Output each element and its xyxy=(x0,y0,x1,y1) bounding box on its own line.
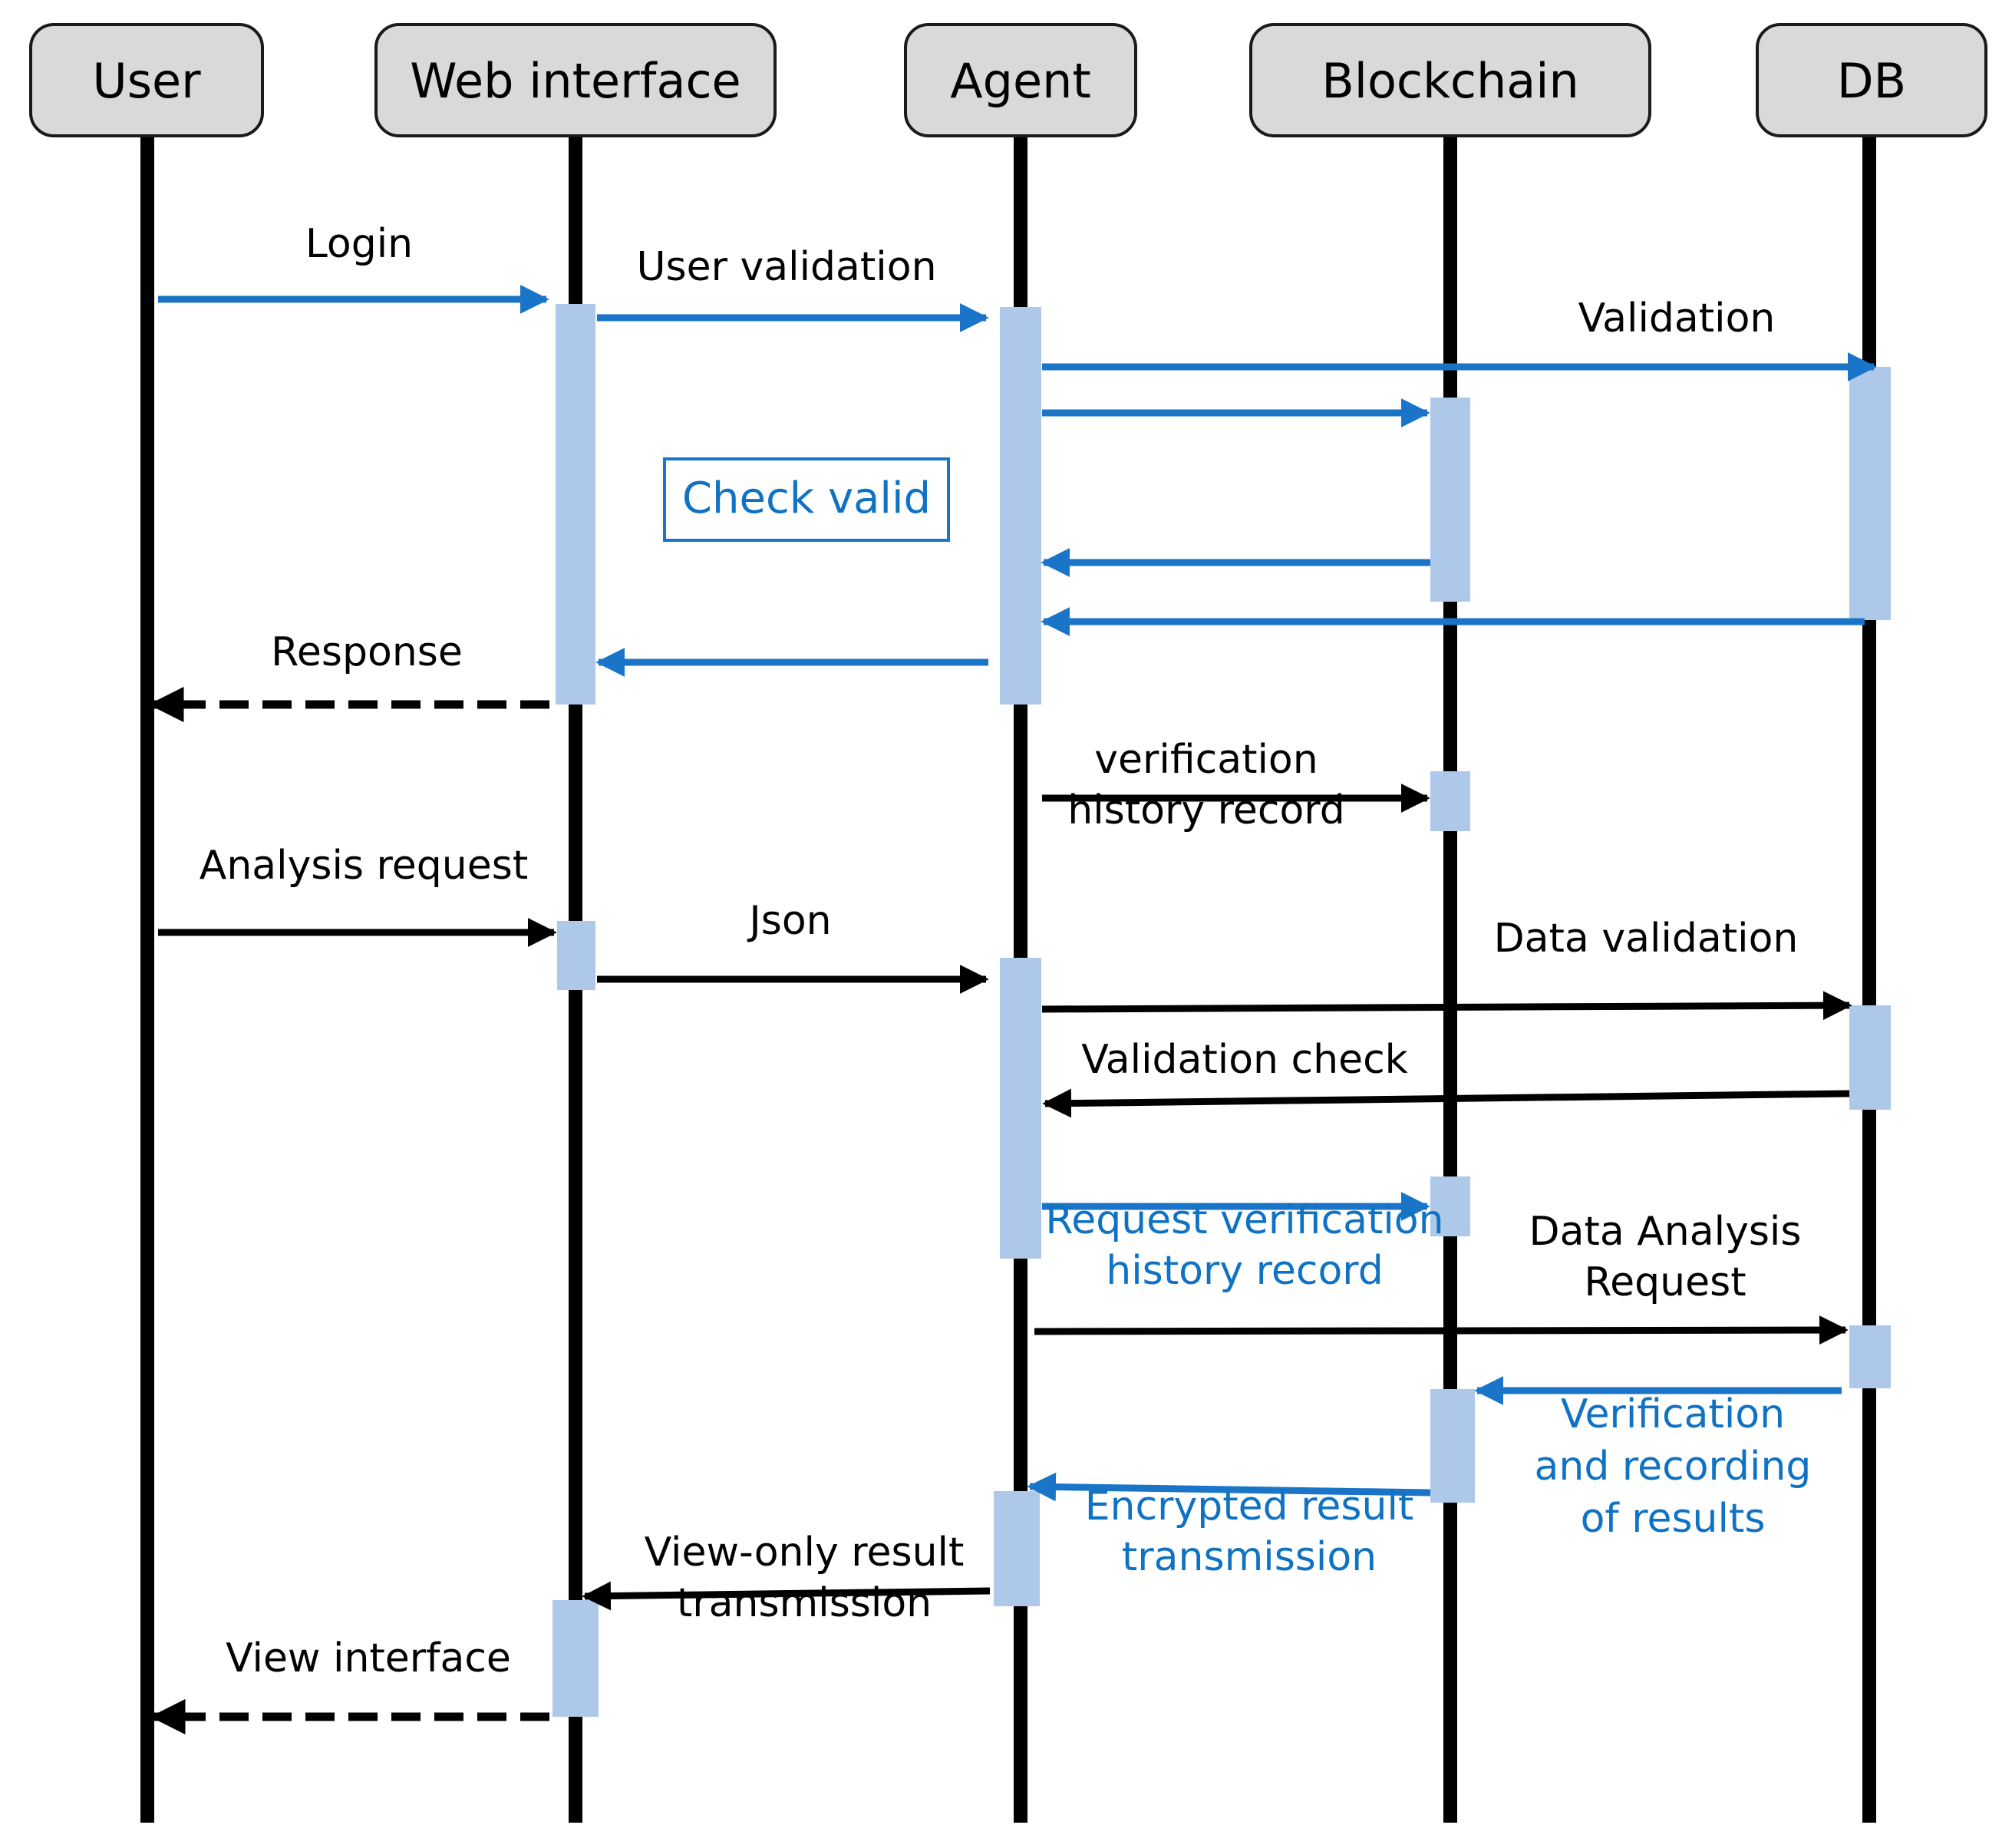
arrow-view-only-result xyxy=(582,1581,991,1611)
activation-agent-json xyxy=(1000,958,1041,1259)
actor-web-interface-label: Web interface xyxy=(410,53,740,109)
actor-db: DB xyxy=(1756,23,1987,137)
label-data-analysis-request-line2: Request xyxy=(1584,1259,1746,1305)
activation-web-login xyxy=(556,304,595,705)
label-data-validation: Data validation xyxy=(1494,916,1799,962)
activation-agent-validation xyxy=(1000,307,1041,705)
activation-db-data-validation xyxy=(1849,1005,1891,1110)
label-analysis-request: Analysis request xyxy=(200,843,528,889)
actor-blockchain-label: Blockchain xyxy=(1321,53,1579,109)
actor-db-label: DB xyxy=(1837,53,1906,109)
label-encrypted-result-line2: transmission xyxy=(1122,1534,1377,1580)
check-valid-note: Check valid xyxy=(663,457,950,542)
check-valid-label: Check valid xyxy=(682,474,931,523)
label-verification-history-line1: verification xyxy=(1094,737,1318,783)
activation-web-analysis xyxy=(557,921,595,990)
label-verification-recording-line3: of results xyxy=(1581,1496,1766,1542)
actor-agent: Agent xyxy=(904,23,1137,137)
actor-user-label: User xyxy=(92,53,201,109)
label-view-only-result-line2: transmission xyxy=(677,1580,932,1626)
activation-blockchain-check xyxy=(1430,398,1470,602)
actor-agent-label: Agent xyxy=(950,53,1091,109)
label-view-only-result-line1: View-only result xyxy=(645,1530,965,1576)
activation-blockchain-request xyxy=(1430,1176,1470,1236)
activation-blockchain-recording xyxy=(1430,1389,1475,1503)
label-user-validation: User validation xyxy=(636,244,936,290)
label-validation: Validation xyxy=(1578,295,1776,342)
label-encrypted-result-line1: Encrypted result xyxy=(1085,1483,1414,1530)
arrow-validation-check xyxy=(1042,1088,1850,1118)
activation-db-analysis xyxy=(1849,1325,1891,1388)
label-view-interface: View interface xyxy=(226,1635,511,1681)
label-verification-recording-line1: Verification xyxy=(1561,1391,1785,1437)
actor-boxes: User Web interface Agent Blockchain DB xyxy=(29,23,1987,137)
activation-agent-encrypted xyxy=(994,1491,1040,1606)
label-request-verification-line2: history record xyxy=(1106,1248,1384,1294)
label-verification-recording-line2: and recording xyxy=(1535,1444,1812,1490)
activation-db-validation xyxy=(1849,367,1891,620)
arrow-encrypted-result xyxy=(1027,1472,1431,1502)
label-login: Login xyxy=(305,221,413,267)
message-arrows xyxy=(148,285,1877,1735)
arrow-data-analysis-request xyxy=(1034,1315,1849,1345)
label-verification-history-line2: history record xyxy=(1067,787,1345,833)
actor-web-interface: Web interface xyxy=(374,23,777,137)
activation-blockchain-history xyxy=(1430,771,1470,831)
message-labels: Login User validation Validation Respons… xyxy=(200,221,1812,1681)
label-json: Json xyxy=(747,898,831,944)
label-validation-check: Validation check xyxy=(1081,1037,1408,1083)
label-response: Response xyxy=(271,629,463,675)
label-request-verification-line1: Request verification xyxy=(1045,1197,1443,1243)
activation-bars xyxy=(552,304,1891,1717)
label-data-analysis-request-line1: Data Analysis xyxy=(1529,1209,1802,1255)
actor-blockchain: Blockchain xyxy=(1249,23,1651,137)
arrow-data-validation xyxy=(1041,991,1852,1021)
actor-user: User xyxy=(29,23,264,137)
activation-web-view xyxy=(552,1600,599,1717)
